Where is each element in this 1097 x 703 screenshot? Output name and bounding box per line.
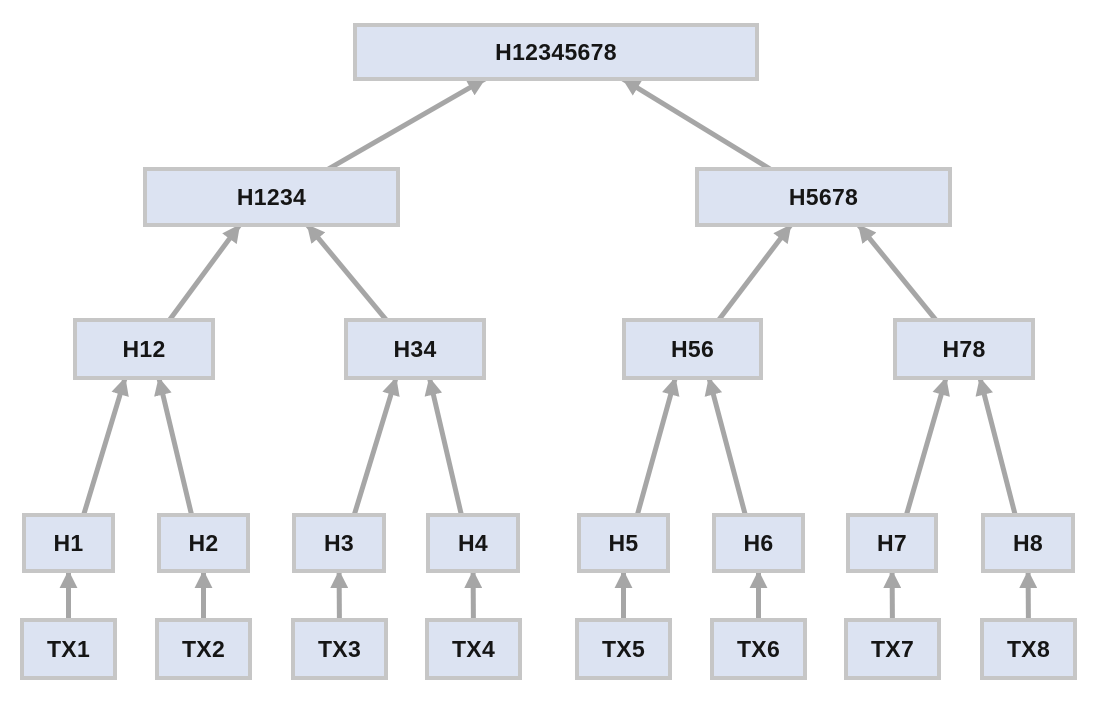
- node-h1: H1: [22, 513, 115, 573]
- node-label: H1: [53, 529, 84, 556]
- node-h6: H6: [712, 513, 805, 573]
- node-h78: H78: [893, 318, 1035, 380]
- node-tx7: TX7: [844, 618, 941, 680]
- node-label: TX8: [1006, 635, 1051, 662]
- node-label: H34: [393, 335, 437, 362]
- node-label: TX5: [601, 635, 646, 662]
- node-tx4: TX4: [425, 618, 522, 680]
- node-label: H6: [743, 529, 774, 556]
- arrow-h1234-to-h12345678: [327, 76, 487, 172]
- node-label: TX1: [46, 635, 91, 662]
- node-h56: H56: [622, 318, 763, 380]
- arrow-h6-to-h56: [704, 377, 748, 516]
- node-h34: H34: [344, 318, 486, 380]
- node-h2: H2: [157, 513, 250, 573]
- node-tx8: TX8: [980, 618, 1077, 680]
- arrow-h5-to-h56: [634, 377, 680, 516]
- node-h1234: H1234: [143, 167, 400, 227]
- node-tx2: TX2: [155, 618, 252, 680]
- arrow-h4-to-h34: [424, 377, 464, 516]
- node-tx3: TX3: [291, 618, 388, 680]
- arrow-h8-to-h78: [975, 377, 1018, 516]
- node-h8: H8: [981, 513, 1075, 573]
- node-label: TX6: [736, 635, 781, 662]
- node-label: H8: [1012, 529, 1043, 556]
- node-label: TX7: [870, 635, 915, 662]
- arrow-h7-to-h78: [903, 377, 950, 516]
- node-label: H7: [876, 529, 907, 556]
- arrow-h34-to-h1234: [305, 223, 389, 322]
- node-label: TX3: [317, 635, 362, 662]
- node-label: H5: [608, 529, 639, 556]
- node-label: H12: [122, 335, 166, 362]
- arrow-h3-to-h34: [351, 377, 400, 516]
- node-label: H1234: [236, 183, 307, 210]
- arrow-h5678-to-h12345678: [621, 76, 772, 172]
- arrow-h78-to-h5678: [856, 223, 938, 322]
- node-label: H56: [670, 335, 715, 362]
- node-h5678: H5678: [695, 167, 952, 227]
- node-label: H3: [323, 529, 354, 556]
- node-tx6: TX6: [710, 618, 807, 680]
- node-label: H12345678: [495, 38, 617, 65]
- node-label: H5678: [788, 183, 859, 210]
- arrow-h2-to-h12: [154, 377, 195, 516]
- node-label: H2: [188, 529, 219, 556]
- node-label: TX2: [181, 635, 226, 662]
- node-label: H4: [457, 529, 488, 556]
- arrow-h56-to-h5678: [716, 223, 793, 322]
- node-h12345678: H12345678: [353, 23, 759, 81]
- node-h7: H7: [846, 513, 938, 573]
- arrow-group: [59, 76, 1038, 621]
- node-h12: H12: [73, 318, 215, 380]
- node-label: TX4: [451, 635, 496, 662]
- node-label: H78: [942, 335, 986, 362]
- node-h4: H4: [426, 513, 520, 573]
- arrow-h12-to-h1234: [167, 223, 242, 322]
- arrow-h1-to-h12: [81, 377, 129, 516]
- node-tx1: TX1: [20, 618, 117, 680]
- node-h5: H5: [577, 513, 670, 573]
- node-tx5: TX5: [575, 618, 672, 680]
- node-h3: H3: [292, 513, 386, 573]
